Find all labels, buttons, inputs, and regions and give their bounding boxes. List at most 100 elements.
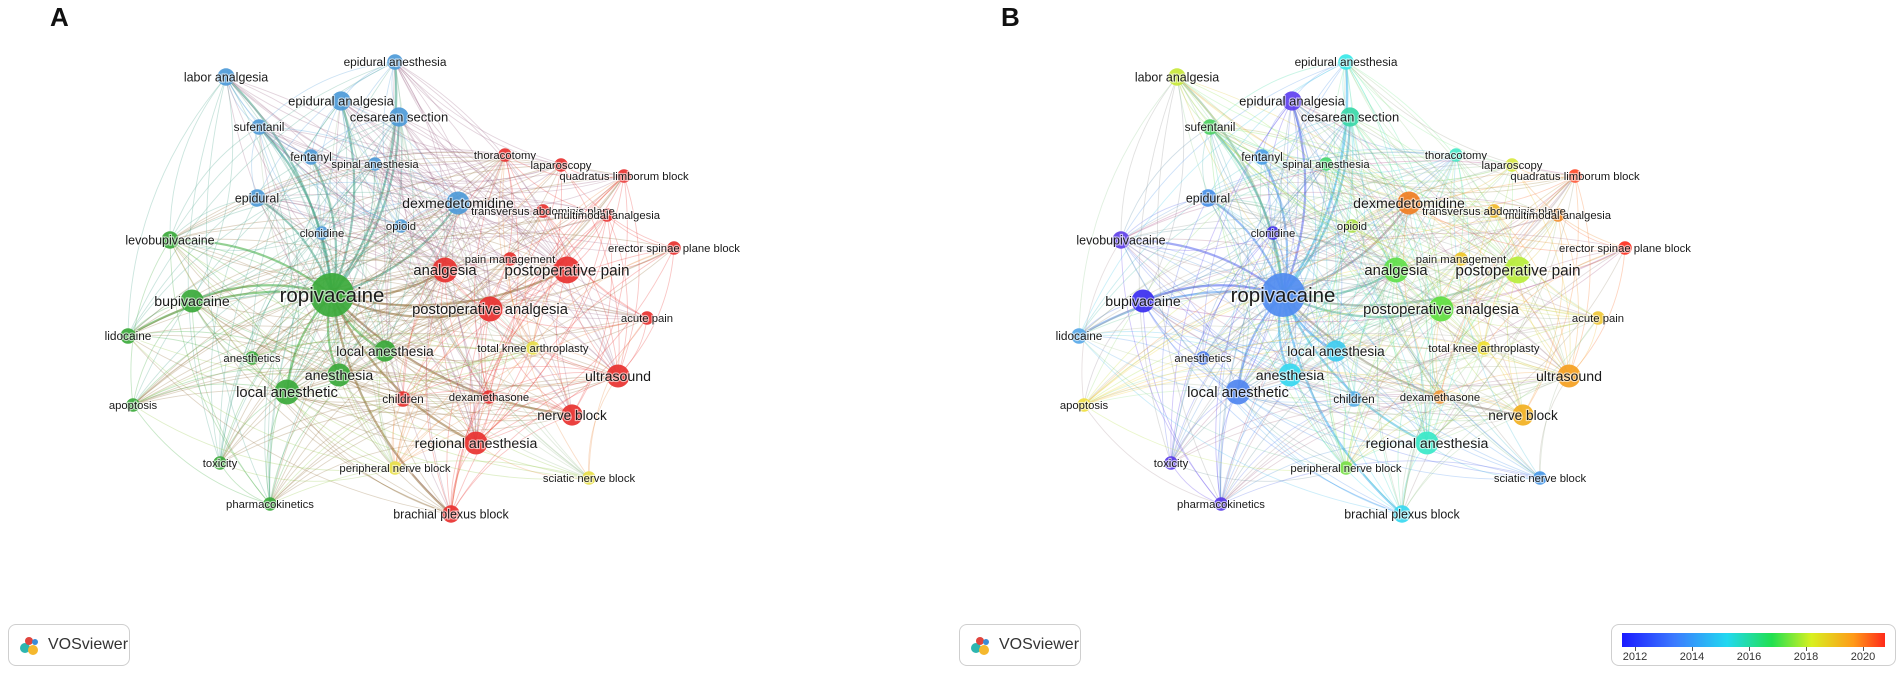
- network-node[interactable]: [1504, 256, 1532, 284]
- network-node[interactable]: [1449, 148, 1463, 162]
- network-node[interactable]: [536, 204, 550, 218]
- network-node[interactable]: [640, 311, 654, 325]
- network-node[interactable]: [1214, 497, 1228, 511]
- network-edge: [1138, 76, 1178, 464]
- network-node[interactable]: [442, 505, 460, 523]
- network-node[interactable]: [263, 497, 277, 511]
- network-node[interactable]: [1505, 158, 1519, 172]
- network-node[interactable]: [1512, 404, 1534, 426]
- network-node[interactable]: [1551, 208, 1565, 222]
- network-node[interactable]: [374, 340, 396, 362]
- network-node[interactable]: [120, 328, 136, 344]
- network-edge: [1083, 269, 1397, 406]
- network-node[interactable]: [1164, 456, 1178, 470]
- network-node[interactable]: [477, 296, 503, 322]
- network-node[interactable]: [667, 241, 681, 255]
- network-edge: [258, 126, 511, 260]
- network-node[interactable]: [388, 461, 402, 475]
- network-edge: [1439, 372, 1570, 398]
- network-node[interactable]: [1071, 328, 1087, 344]
- network-node[interactable]: [245, 351, 259, 365]
- network-node[interactable]: [387, 54, 403, 70]
- network-node[interactable]: [1591, 311, 1605, 325]
- network-node[interactable]: [606, 364, 630, 388]
- network-node[interactable]: [1340, 107, 1360, 127]
- network-node[interactable]: [1202, 119, 1218, 135]
- network-node[interactable]: [274, 379, 300, 405]
- network-node[interactable]: [554, 158, 568, 172]
- network-node[interactable]: [1383, 257, 1409, 283]
- network-node[interactable]: [1397, 191, 1421, 215]
- network-node[interactable]: [1345, 219, 1359, 233]
- network-node-label: quadratus limborum block: [559, 171, 689, 183]
- network-node[interactable]: [310, 273, 354, 317]
- network-node[interactable]: [1077, 398, 1091, 412]
- network-node[interactable]: [1196, 351, 1210, 365]
- network-node[interactable]: [126, 398, 140, 412]
- network-node[interactable]: [303, 149, 319, 165]
- network-node[interactable]: [1282, 91, 1302, 111]
- network-edge: [219, 394, 490, 464]
- network-edge: [1291, 100, 1599, 319]
- network-node[interactable]: [1225, 379, 1251, 405]
- network-node-label: epidural anesthesia: [344, 55, 447, 69]
- network-node[interactable]: [1557, 364, 1581, 388]
- network-node[interactable]: [1199, 189, 1217, 207]
- network-node[interactable]: [503, 252, 517, 266]
- network-node[interactable]: [1319, 157, 1333, 171]
- network-node[interactable]: [561, 404, 583, 426]
- network-node[interactable]: [331, 91, 351, 111]
- network-node[interactable]: [1477, 341, 1491, 355]
- network-node[interactable]: [1339, 461, 1353, 475]
- network-node[interactable]: [1168, 68, 1186, 86]
- network-node[interactable]: [1393, 505, 1411, 523]
- network-node[interactable]: [1454, 252, 1468, 266]
- network-node[interactable]: [482, 390, 496, 404]
- network-node[interactable]: [161, 231, 179, 249]
- network-node[interactable]: [1428, 296, 1454, 322]
- network-node[interactable]: [1533, 471, 1547, 485]
- network-node[interactable]: [1338, 54, 1354, 70]
- network-node[interactable]: [251, 119, 267, 135]
- network-node[interactable]: [1618, 241, 1632, 255]
- network-node[interactable]: [395, 391, 411, 407]
- vosviewer-badge[interactable]: VOSviewer: [8, 624, 130, 666]
- network-node[interactable]: [368, 157, 382, 171]
- network-node[interactable]: [464, 431, 488, 455]
- network-node[interactable]: [432, 257, 458, 283]
- network-node[interactable]: [1112, 231, 1130, 249]
- network-node[interactable]: [394, 219, 408, 233]
- network-edge: [1349, 116, 1485, 349]
- network-edge: [1315, 116, 1351, 469]
- network-node[interactable]: [498, 148, 512, 162]
- network-edge: [1220, 396, 1441, 505]
- network-node[interactable]: [180, 289, 204, 313]
- network-node[interactable]: [248, 189, 266, 207]
- network-node[interactable]: [213, 456, 227, 470]
- network-node[interactable]: [582, 471, 596, 485]
- network-node[interactable]: [526, 341, 540, 355]
- network-node[interactable]: [1568, 169, 1582, 183]
- network-node[interactable]: [1433, 390, 1447, 404]
- network-node[interactable]: [1325, 340, 1347, 362]
- network-node[interactable]: [1131, 289, 1155, 313]
- network-node[interactable]: [1266, 226, 1280, 240]
- network-node[interactable]: [217, 68, 235, 86]
- network-node[interactable]: [1278, 363, 1302, 387]
- network-node[interactable]: [553, 256, 581, 284]
- network-node[interactable]: [389, 107, 409, 127]
- network-node[interactable]: [617, 169, 631, 183]
- network-node[interactable]: [1254, 149, 1270, 165]
- network-node[interactable]: [1261, 273, 1305, 317]
- network-node[interactable]: [327, 363, 351, 387]
- network-edge: [1426, 442, 1541, 479]
- network-edge: [394, 375, 619, 469]
- network-node[interactable]: [1346, 391, 1362, 407]
- network-node[interactable]: [315, 226, 329, 240]
- vosviewer-badge[interactable]: VOSviewer: [959, 624, 1081, 666]
- network-node[interactable]: [1487, 204, 1501, 218]
- network-node[interactable]: [1415, 431, 1439, 455]
- network-node[interactable]: [446, 191, 470, 215]
- network-node[interactable]: [600, 208, 614, 222]
